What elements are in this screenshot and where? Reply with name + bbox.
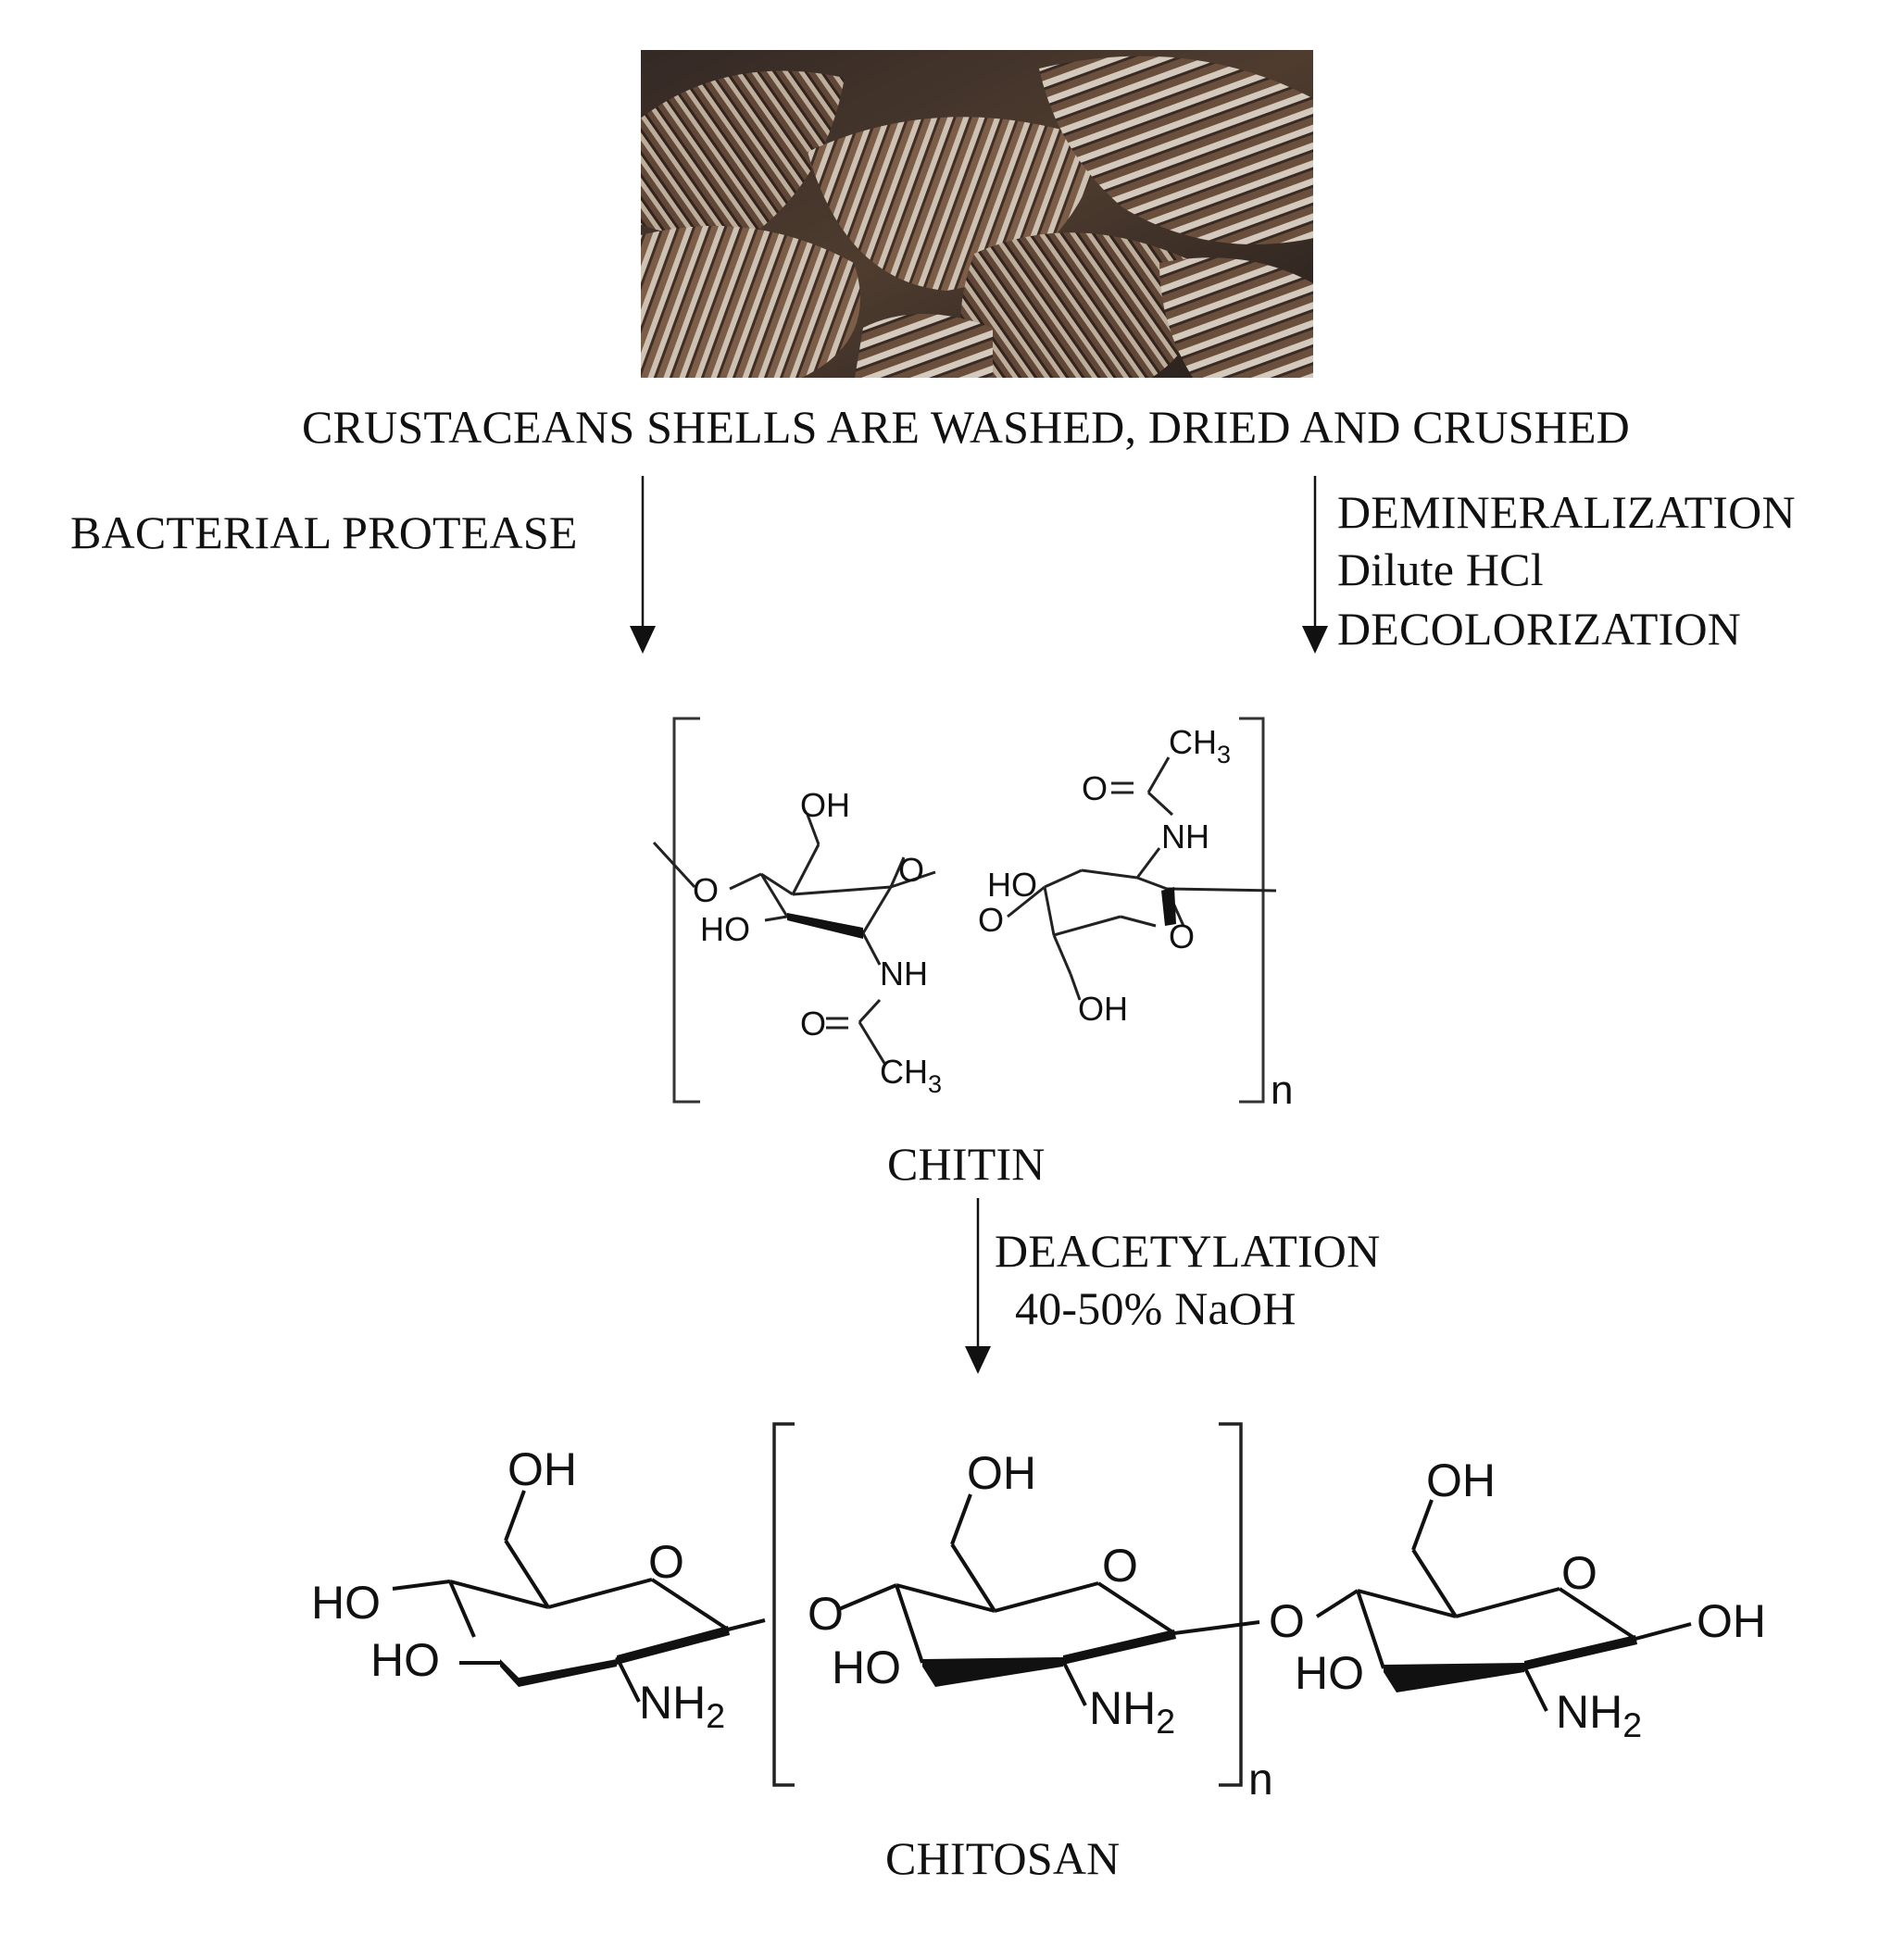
chitosan-right-nh2: NH2 — [1556, 1686, 1642, 1744]
seashells-photo — [641, 50, 1313, 378]
chitosan-left-ho-c4: HO — [311, 1577, 381, 1629]
bacterial-protease-label: BACTERIAL PROTEASE — [70, 506, 578, 558]
chitin-atom-ch3-2: CH3 — [1169, 723, 1231, 768]
chitin-atom-ring-o2: O — [1169, 918, 1195, 955]
chitin-atom-nh2: NH — [1161, 818, 1209, 855]
chitin-atom-link-o: O — [693, 871, 719, 909]
chitosan-right-ring-o: O — [1561, 1547, 1597, 1599]
chitin-atom-glycosidic-o: O — [978, 901, 1004, 939]
chitin-atom-nh1: NH — [880, 955, 928, 993]
chitin-atom-ch3-1: CH3 — [880, 1053, 942, 1098]
chitin-ring2-bonds — [1007, 756, 1277, 1001]
chitosan-middle-wedge — [922, 1657, 1063, 1687]
arrow-protease — [630, 476, 656, 654]
chitin-atom-ho1: HO — [700, 910, 750, 948]
chitosan-right-wedge — [1384, 1663, 1524, 1692]
chitin-label: CHITIN — [887, 1138, 1046, 1190]
chitin-repeat-index: n — [1271, 1068, 1293, 1113]
chitosan-right-ho-c3: HO — [1295, 1647, 1364, 1699]
chitin-bracket-left — [672, 717, 700, 1104]
chitosan-repeat-index: n — [1248, 1755, 1273, 1804]
chitin-atom-carbonyl-o1: O — [800, 1005, 826, 1043]
chitosan-left-ring-o: O — [648, 1536, 684, 1588]
chitosan-left-nh2: NH2 — [639, 1677, 725, 1735]
chitosan-left-ho-c3: HO — [370, 1634, 440, 1686]
chitin-atom-oh-bottom: OH — [1078, 990, 1128, 1028]
dilute-hcl-label: Dilute HCl — [1337, 543, 1544, 595]
arrow-deacetylation — [965, 1198, 991, 1374]
chitosan-right-unit-bonds — [1315, 1499, 1692, 1712]
chitosan-bracket-right — [1219, 1422, 1243, 1787]
chitosan-left-wedge — [500, 1659, 617, 1687]
chitosan-middle-ring-o: O — [1102, 1540, 1138, 1592]
deacetylation-label: DEACETYLATION — [995, 1225, 1381, 1277]
chitosan-left-oh: OH — [507, 1443, 577, 1495]
chitosan-middle-oh: OH — [967, 1447, 1036, 1499]
demineralization-label: DEMINERALIZATION — [1337, 486, 1796, 538]
chitosan-link-o2: O — [1269, 1595, 1305, 1647]
chitosan-middle-unit-bonds — [838, 1493, 1260, 1706]
chitin-ring1-wedge — [787, 913, 863, 939]
chitosan-left-unit-bonds — [392, 1490, 766, 1703]
chitin-atom-oh-top: OH — [800, 786, 850, 824]
chitosan-middle-nh2: NH2 — [1089, 1682, 1175, 1741]
chitin-ring2-wedge — [1161, 887, 1176, 926]
chitosan-right-anomeric-oh: OH — [1697, 1595, 1766, 1647]
chitin-ring1-bonds — [652, 814, 936, 1066]
naoh-concentration-label: 40-50% NaOH — [1015, 1282, 1296, 1334]
chitin-bracket-right — [1239, 717, 1265, 1104]
chitosan-middle-ho-c3: HO — [832, 1642, 901, 1693]
chitosan-right-oh: OH — [1426, 1455, 1496, 1506]
chitin-atom-ho2: HO — [987, 866, 1037, 904]
arrow-demineralization — [1302, 476, 1328, 654]
decolorization-label: DECOLORIZATION — [1337, 603, 1742, 655]
chitosan-bracket-left — [772, 1422, 795, 1787]
chitin-atom-carbonyl-o2: O — [1082, 769, 1108, 807]
washing-step-label: CRUSTACEANS SHELLS ARE WASHED, DRIED AND… — [302, 401, 1630, 453]
chitosan-label: CHITOSAN — [885, 1832, 1121, 1884]
chitin-atom-ring-o1: O — [898, 851, 924, 889]
chitosan-link-o1: O — [808, 1588, 844, 1640]
